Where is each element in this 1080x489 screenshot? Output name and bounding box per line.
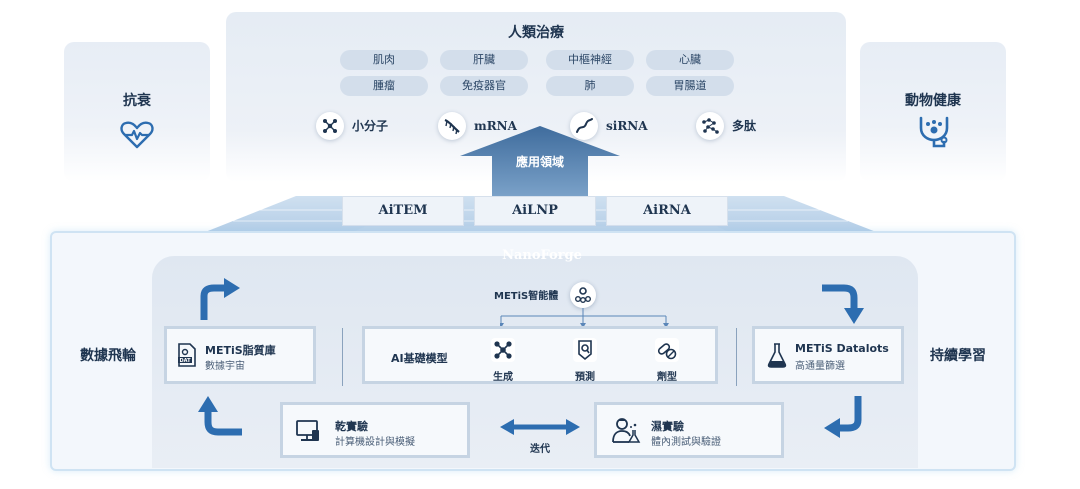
anti-aging-panel: 抗衰 — [64, 42, 210, 182]
flask-icon — [767, 343, 787, 368]
lipid-library-subtitle: 數據宇宙 — [205, 361, 245, 372]
mrna-icon — [438, 112, 466, 140]
divider — [342, 328, 343, 386]
molecule-network-icon — [491, 338, 515, 362]
modality-label: 多肽 — [732, 119, 757, 133]
ai-model-item-label: 生成 — [493, 372, 513, 383]
ai-foundation-model-box: AI基礎模型 生成 預測 劑型 — [362, 326, 718, 384]
svg-text:DAT: DAT — [180, 358, 192, 364]
modality-label: mRNA — [474, 119, 517, 133]
divider — [736, 328, 737, 386]
anti-aging-title: 抗衰 — [123, 93, 151, 109]
target-pill: 肌肉 — [340, 50, 428, 70]
computer-icon — [296, 420, 319, 441]
tech-ailnp: AiLNP — [474, 196, 596, 226]
target-pill: 心臟 — [646, 50, 734, 70]
datalots-subtitle: 高通量篩選 — [795, 361, 845, 372]
application-area-label: 應用領域 — [515, 155, 564, 169]
nanoforge-label: NanoForge — [502, 248, 582, 263]
dry-lab-title: 乾實驗 — [335, 420, 368, 433]
tech-airna: AiRNA — [606, 196, 728, 226]
target-pill: 腫瘤 — [340, 76, 428, 96]
data-flywheel-label: 數據飛輪 — [80, 348, 136, 364]
wet-lab-box: 濕實驗 體內測試與驗證 — [594, 402, 784, 458]
iterate-label: 迭代 — [530, 444, 550, 455]
wet-lab-subtitle: 體內測試與驗證 — [651, 437, 721, 448]
sirna-icon — [570, 112, 598, 140]
small-molecule-icon — [316, 112, 344, 140]
iterate-double-arrow-icon — [500, 419, 580, 435]
dry-lab-box: 乾實驗 計算機設計與模擬 — [280, 402, 470, 458]
datalots-title: METiS Datalots — [795, 342, 889, 355]
application-up-arrow — [460, 126, 620, 196]
curved-arrow-up-right-icon — [200, 278, 240, 320]
continuous-learning-label: 持續學習 — [930, 348, 986, 364]
lipid-library-title: METiS脂質庫 — [205, 344, 276, 357]
animal-health-title: 動物健康 — [905, 93, 961, 109]
agent-connector-lines — [500, 308, 669, 328]
curved-arrow-down-left-icon — [824, 396, 862, 438]
target-pill: 肝臟 — [440, 50, 528, 70]
human-therapy-title: 人類治療 — [508, 25, 564, 41]
dry-lab-subtitle: 計算機設計與模擬 — [335, 437, 415, 448]
tech-aitem: AiTEM — [342, 196, 464, 226]
curved-arrow-right-down-icon — [822, 284, 864, 324]
target-pill: 中樞神經 — [546, 50, 634, 70]
target-pill: 胃腸道 — [646, 76, 734, 96]
prediction-badge-icon — [573, 338, 597, 362]
capsule-pills-icon — [655, 338, 679, 362]
lipid-library-box: DAT METiS脂質庫 數據宇宙 — [164, 326, 316, 384]
curved-arrow-down-up-icon — [198, 396, 242, 436]
target-pill: 免疫器官 — [440, 76, 528, 96]
scientist-icon — [612, 418, 641, 443]
modality-label: siRNA — [606, 119, 648, 133]
agent-network-icon — [570, 282, 596, 308]
ai-model-item-label: 劑型 — [657, 372, 677, 383]
heart-pulse-icon — [120, 121, 154, 149]
modality-label: 小分子 — [352, 119, 389, 133]
wet-lab-title: 濕實驗 — [651, 420, 684, 433]
ai-model-item-label: 預測 — [575, 372, 595, 383]
ai-model-title: AI基礎模型 — [391, 352, 448, 365]
metis-agent-label: METiS智能體 — [494, 291, 559, 302]
target-pill: 肺 — [546, 76, 634, 96]
pet-stethoscope-icon — [919, 116, 949, 148]
dat-file-icon: DAT — [178, 343, 196, 367]
animal-health-panel: 動物健康 — [860, 42, 1006, 182]
peptide-icon — [696, 112, 724, 140]
datalots-box: METiS Datalots 高通量篩選 — [752, 326, 904, 384]
